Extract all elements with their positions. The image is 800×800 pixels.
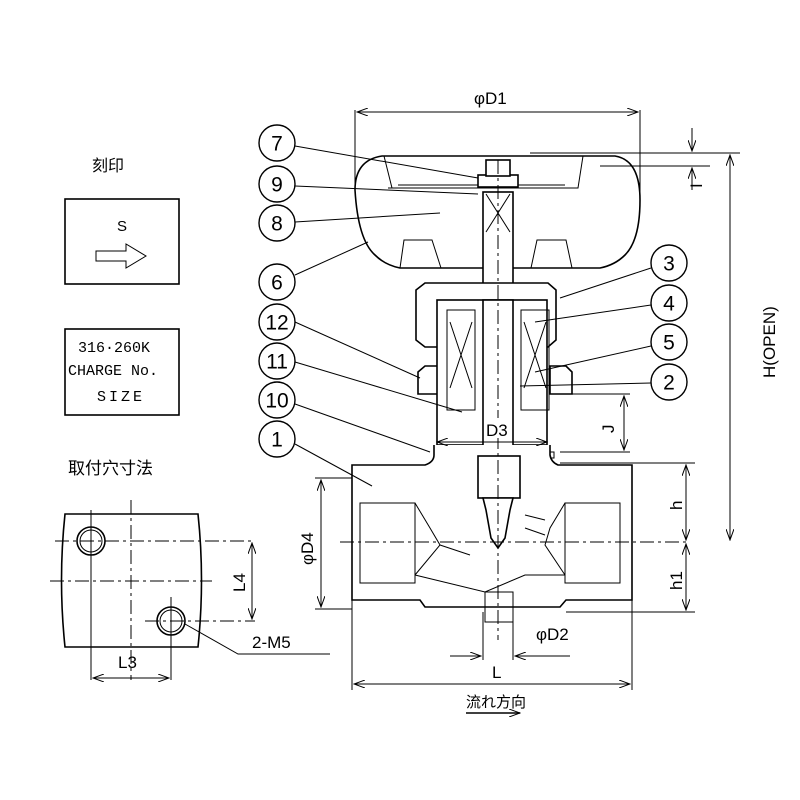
marking-section: 刻印 S 316·260K CHARGE No. SIZE — [64, 157, 180, 416]
svg-text:8: 8 — [271, 213, 283, 236]
flow-letter: S — [117, 218, 127, 235]
svg-text:12: 12 — [265, 312, 288, 335]
svg-text:3: 3 — [663, 253, 675, 276]
dim-l4: L4 — [230, 573, 249, 592]
svg-text:6: 6 — [271, 272, 283, 295]
dim-d2: φD2 — [536, 625, 569, 644]
svg-text:5: 5 — [663, 332, 675, 355]
dim-h-open: H(OPEN) — [760, 306, 779, 378]
flow-direction-label: 流れ方向 — [466, 694, 526, 711]
dim-j: J — [599, 425, 618, 434]
dim-l3: L3 — [118, 653, 137, 672]
port-right — [564, 502, 621, 584]
dim-d4: φD4 — [298, 532, 317, 565]
balloon-3: 3 — [650, 244, 688, 282]
port-left — [359, 502, 416, 584]
dim-h1: h1 — [667, 571, 686, 590]
dim-l: L — [492, 663, 501, 682]
dim-h: h — [667, 501, 686, 510]
flow-arrow-icon — [95, 243, 147, 269]
balloon-2: 2 — [650, 363, 688, 401]
nameplate-box — [64, 328, 180, 416]
svg-text:9: 9 — [271, 174, 283, 197]
svg-text:11: 11 — [266, 351, 288, 374]
dimensions: φD1 I H(OPEN) J h h1 φD4 D3 L φD2 — [298, 89, 779, 713]
balloon-8: 8 — [258, 204, 296, 242]
balloon-11: 11 — [258, 342, 296, 380]
flow-mark-box — [64, 198, 180, 285]
balloon-1: 1 — [258, 420, 296, 458]
balloon-4: 4 — [650, 284, 688, 322]
balloons: 7 9 8 6 12 11 10 1 3 4 5 2 — [258, 124, 688, 458]
mount-hole-1 — [76, 526, 106, 556]
spindle-thread — [477, 455, 521, 499]
packing-right — [520, 309, 550, 411]
dim-d3: D3 — [486, 421, 508, 440]
balloon-6: 6 — [258, 263, 296, 301]
plate-line-2: CHARGE No. — [68, 363, 158, 380]
balloon-12: 12 — [258, 303, 296, 341]
packing-left — [446, 309, 476, 411]
plate-line-3: SIZE — [97, 389, 145, 406]
leader-lines — [294, 145, 652, 487]
plate-line-1: 316·260K — [78, 340, 150, 357]
svg-text:7: 7 — [271, 133, 283, 156]
marking-title: 刻印 — [92, 157, 124, 175]
mount-hole-2 — [156, 606, 186, 636]
svg-text:4: 4 — [663, 293, 675, 316]
balloon-9: 9 — [258, 165, 296, 203]
balloon-10: 10 — [258, 381, 296, 419]
dim-d1: φD1 — [474, 89, 507, 108]
balloon-7: 7 — [258, 124, 296, 162]
hole-callout: 2-M5 — [252, 633, 291, 652]
svg-text:2: 2 — [663, 372, 675, 395]
balloon-5: 5 — [650, 323, 688, 361]
svg-text:10: 10 — [265, 390, 288, 413]
mounting-section: 取付穴寸法 L4 L3 2-M5 — [50, 459, 330, 680]
valve-assembly — [340, 155, 690, 640]
svg-text:1: 1 — [271, 429, 283, 452]
mounting-title: 取付穴寸法 — [68, 459, 153, 478]
mounting-plate — [60, 513, 203, 648]
dim-top-small: I — [687, 183, 706, 188]
